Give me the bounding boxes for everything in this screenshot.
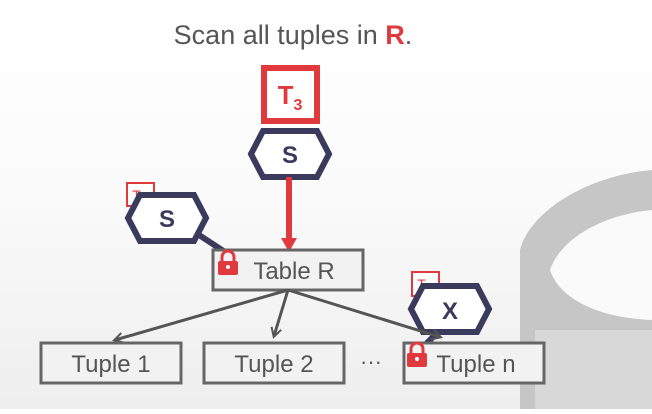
tree-edges — [115, 288, 440, 340]
lock-hexagon-left: S — [124, 192, 210, 244]
txn-box-main: T3 — [261, 65, 320, 124]
padlock-icon — [218, 249, 238, 275]
lock-request-arrowhead — [281, 238, 297, 252]
svg-text:T3: T3 — [278, 80, 303, 114]
lock-hexagon-right: X — [407, 283, 493, 335]
svg-text:Tuple 1: Tuple 1 — [71, 351, 150, 378]
svg-text:S: S — [159, 206, 175, 233]
svg-text:Tuple 2: Tuple 2 — [234, 351, 313, 378]
svg-text:Table R: Table R — [253, 258, 334, 285]
lock-hexagon-main: S — [247, 128, 333, 180]
tuples-ellipsis: ··· — [360, 349, 382, 374]
tuple-node-n: Tuple n — [402, 341, 546, 385]
tuple-node-2: Tuple 2 — [202, 341, 346, 385]
padlock-icon-tuple — [407, 341, 427, 367]
svg-text:Tuple n: Tuple n — [436, 351, 515, 378]
database-disk-graphic — [520, 170, 652, 409]
svg-text:S: S — [282, 142, 298, 169]
svg-text:X: X — [442, 298, 458, 325]
diagram-heading: Scan all tuples in R. — [174, 20, 413, 50]
tuple-node-1: Tuple 1 — [39, 341, 183, 385]
